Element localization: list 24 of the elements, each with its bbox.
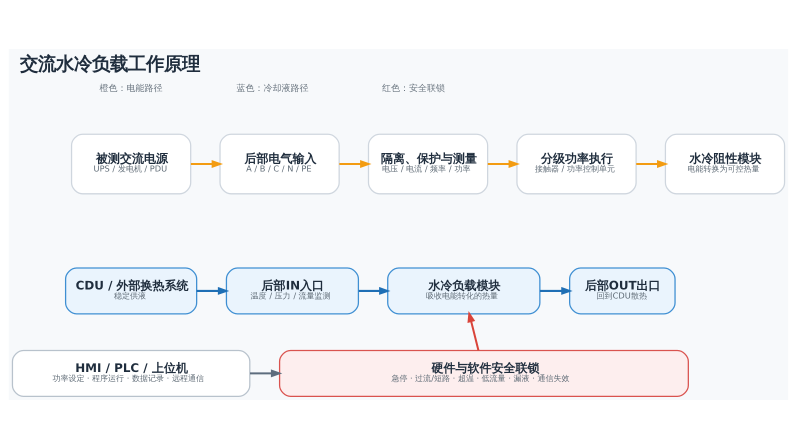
node-box: HMI / PLC / 上位机 功率设定 · 程序运行 · 数据记录 · 远程通信: [12, 349, 250, 396]
node-box: 隔离、保护与测量 电压 / 电流 / 频率 / 功率: [368, 133, 488, 194]
arrow: [250, 368, 282, 377]
arrow: [467, 310, 480, 350]
node-box: CDU / 外部换热系统 稳定供液: [64, 266, 198, 314]
diagram-title: 交流水冷负载工作原理: [20, 54, 200, 75]
arrow: [540, 286, 573, 294]
label: 蓝色：冷却液路径: [236, 82, 308, 94]
label: 红色：安全联锁: [382, 82, 445, 94]
node-box: 水冷负载模块 吸收电能转化的热量: [387, 266, 540, 314]
node-box: 被测交流电源 UPS / 发电机 / PDU: [70, 133, 192, 194]
node-box: 后部IN入口 温度 / 压力 / 流量监测: [226, 266, 360, 314]
node-box: 后部OUT出口 回到CDU散热: [569, 266, 676, 314]
node-box: 后部电气输入 A / B / C / N / PE: [219, 133, 340, 194]
node-box: 分级功率执行 接触器 / 功率控制单元: [516, 133, 637, 194]
arrow: [488, 160, 520, 168]
arrow: [196, 286, 230, 294]
node-box: 水冷阻性模块 电能转换为可控热量: [664, 133, 786, 194]
arrow: [190, 160, 224, 168]
node-box: 硬件与软件安全联锁 急停 · 过流/短路 · 超温 · 低流量 · 漏液 · 通信失效: [278, 349, 689, 396]
label: 橙色：电能路径: [100, 82, 163, 94]
arrow: [358, 286, 390, 294]
arrow: [339, 160, 372, 168]
arrow: [636, 160, 668, 168]
